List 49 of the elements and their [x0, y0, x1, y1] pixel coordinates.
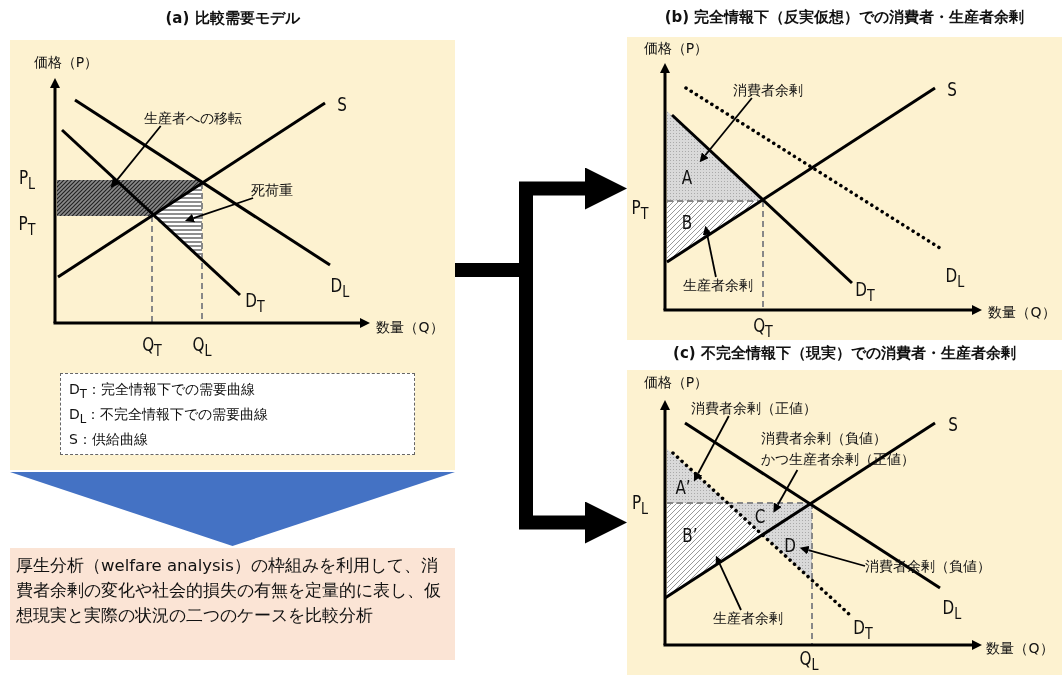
annotation-text: 生産者余剰 [713, 609, 783, 627]
curve-label: S [337, 94, 347, 116]
axis-label: 価格（P） [33, 53, 99, 71]
axis-label: 価格（P） [643, 39, 709, 57]
curve-label: D$_{L}$ [945, 265, 965, 291]
leader-line [693, 415, 730, 482]
annotation-text: 生産者余剰 [683, 276, 753, 294]
curve-label: D$_{T}$ [855, 279, 875, 305]
chevron-arrow [10, 472, 455, 546]
annotation-text: 消費者余剰（負値） [865, 557, 991, 575]
shaded-area: A [667, 111, 763, 201]
leader-line [799, 545, 866, 567]
definition-text: S：供給曲線 [69, 430, 148, 447]
axis-label: 数量（Q） [376, 318, 444, 336]
axis-label: 数量（Q） [988, 303, 1056, 321]
leader-line [773, 469, 799, 513]
panel-title: (c) 不完全情報下（現実）での消費者・生産者余剰 [672, 345, 1017, 363]
annotation-text: 消費者余剰 [733, 81, 803, 99]
panel-title: (b) 完全情報下（反実仮想）での消費者・生産者余剰 [663, 9, 1026, 27]
shaded-area: A’ [667, 449, 728, 503]
definition-text: D$_{T}$：完全情報下での需要曲線 [69, 381, 255, 397]
leader-line [699, 97, 753, 163]
quantity-label: Q$_{L}$ [799, 648, 819, 674]
leader-line [715, 555, 742, 611]
axis-label: 数量（Q） [986, 639, 1054, 657]
annotation-text: 消費者余剰（正値） [691, 399, 817, 417]
curve-label: S [947, 79, 957, 101]
leader-line [184, 197, 254, 223]
panel-title: (a) 比較需要モデル [164, 10, 301, 28]
curve-label: D$_{T}$ [853, 617, 873, 643]
price-label: P$_{L}$ [631, 492, 649, 518]
definition-text: D$_{L}$：不完全情報下での需要曲線 [69, 405, 269, 422]
price-label: P$_{T}$ [631, 197, 649, 223]
annotation-text: 生産者への移転 [144, 109, 242, 127]
quantity-label: Q$_{T}$ [142, 334, 162, 360]
quantity-label: Q$_{L}$ [192, 334, 212, 360]
leader-line [702, 225, 717, 278]
definition-box [60, 373, 415, 455]
price-label: P$_{T}$ [18, 213, 36, 239]
quantity-label: Q$_{T}$ [753, 315, 773, 341]
curve-label: D$_{T}$ [245, 290, 265, 316]
curve-label: S [948, 414, 958, 436]
price-label: P$_{L}$ [18, 167, 36, 193]
curve-label: D$_{L}$ [330, 275, 350, 301]
annotation-text: 死荷重 [251, 181, 293, 199]
leader-line [110, 125, 162, 188]
axis-label: 価格（P） [643, 373, 709, 391]
curve-label: D$_{L}$ [942, 597, 962, 623]
summary-text: 厚生分析（welfare analysis）の枠組みを利用して、消費者余剰の変化や社会的損失の有無を定量的に表し、仮想現実と実際の状況の二つのケースを比較分析 [10, 548, 455, 660]
